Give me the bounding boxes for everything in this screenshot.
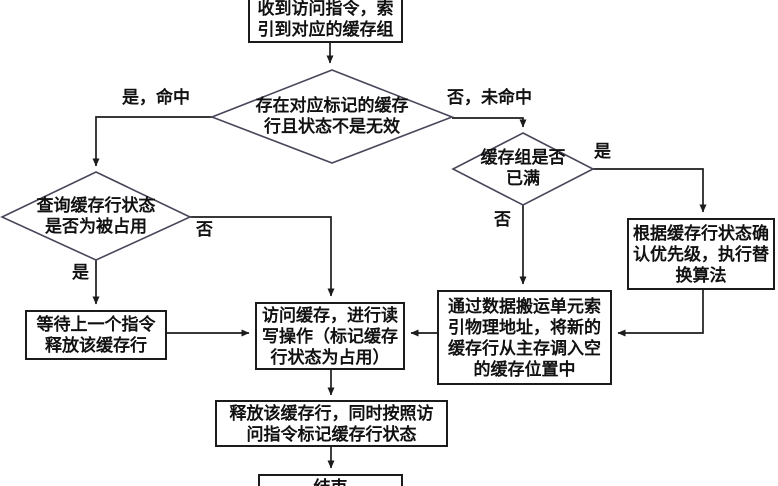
node-wait: 等待上一个指令 释放该缓存行 xyxy=(25,310,167,360)
node-access: 访问缓存，进行读 写操作（标记缓存 行状态为占用） xyxy=(255,302,405,370)
edge-full-yes xyxy=(593,168,707,213)
edge-replace-to-dma xyxy=(617,290,704,337)
edge-label-full-yes: 是 xyxy=(594,142,611,161)
edge-label-occupied-no: 否 xyxy=(196,220,213,239)
node-hit-check-label: 存在对应标记的缓存 行且状态不是无效 xyxy=(255,96,409,136)
diamond-hit-check xyxy=(209,69,455,164)
node-replace: 根据缓存行状态确 认优先级，执行替 换算法 xyxy=(627,218,775,290)
node-occupied-check-label: 查询缓存行状态 是否为被占用 xyxy=(36,196,156,236)
edge-label-occupied-yes: 是 xyxy=(72,263,89,282)
edge-label-hit-no: 否，未命中 xyxy=(447,88,532,107)
node-start: 收到访问指令，索 引到对应的缓存组 xyxy=(248,0,403,43)
diamond-full-check xyxy=(451,132,595,206)
edge-label-hit-yes: 是，命中 xyxy=(122,88,190,107)
edge-hit-no xyxy=(452,117,527,128)
node-end: 结束 xyxy=(258,474,403,486)
diamond-occupied-check xyxy=(0,171,192,261)
node-release: 释放该缓存行，同时按照访 问指令标记缓存行状态 xyxy=(215,400,448,447)
node-dma: 通过数据搬运单元索 引物理地址，将新的 缓存行从主存调入空 的缓存位置中 xyxy=(437,290,612,385)
edge-label-full-no: 否 xyxy=(494,210,511,229)
edge-occupied-no xyxy=(190,216,335,297)
node-full-check-label: 缓存组是否 已满 xyxy=(480,148,566,188)
edge-hit-yes xyxy=(92,116,212,167)
